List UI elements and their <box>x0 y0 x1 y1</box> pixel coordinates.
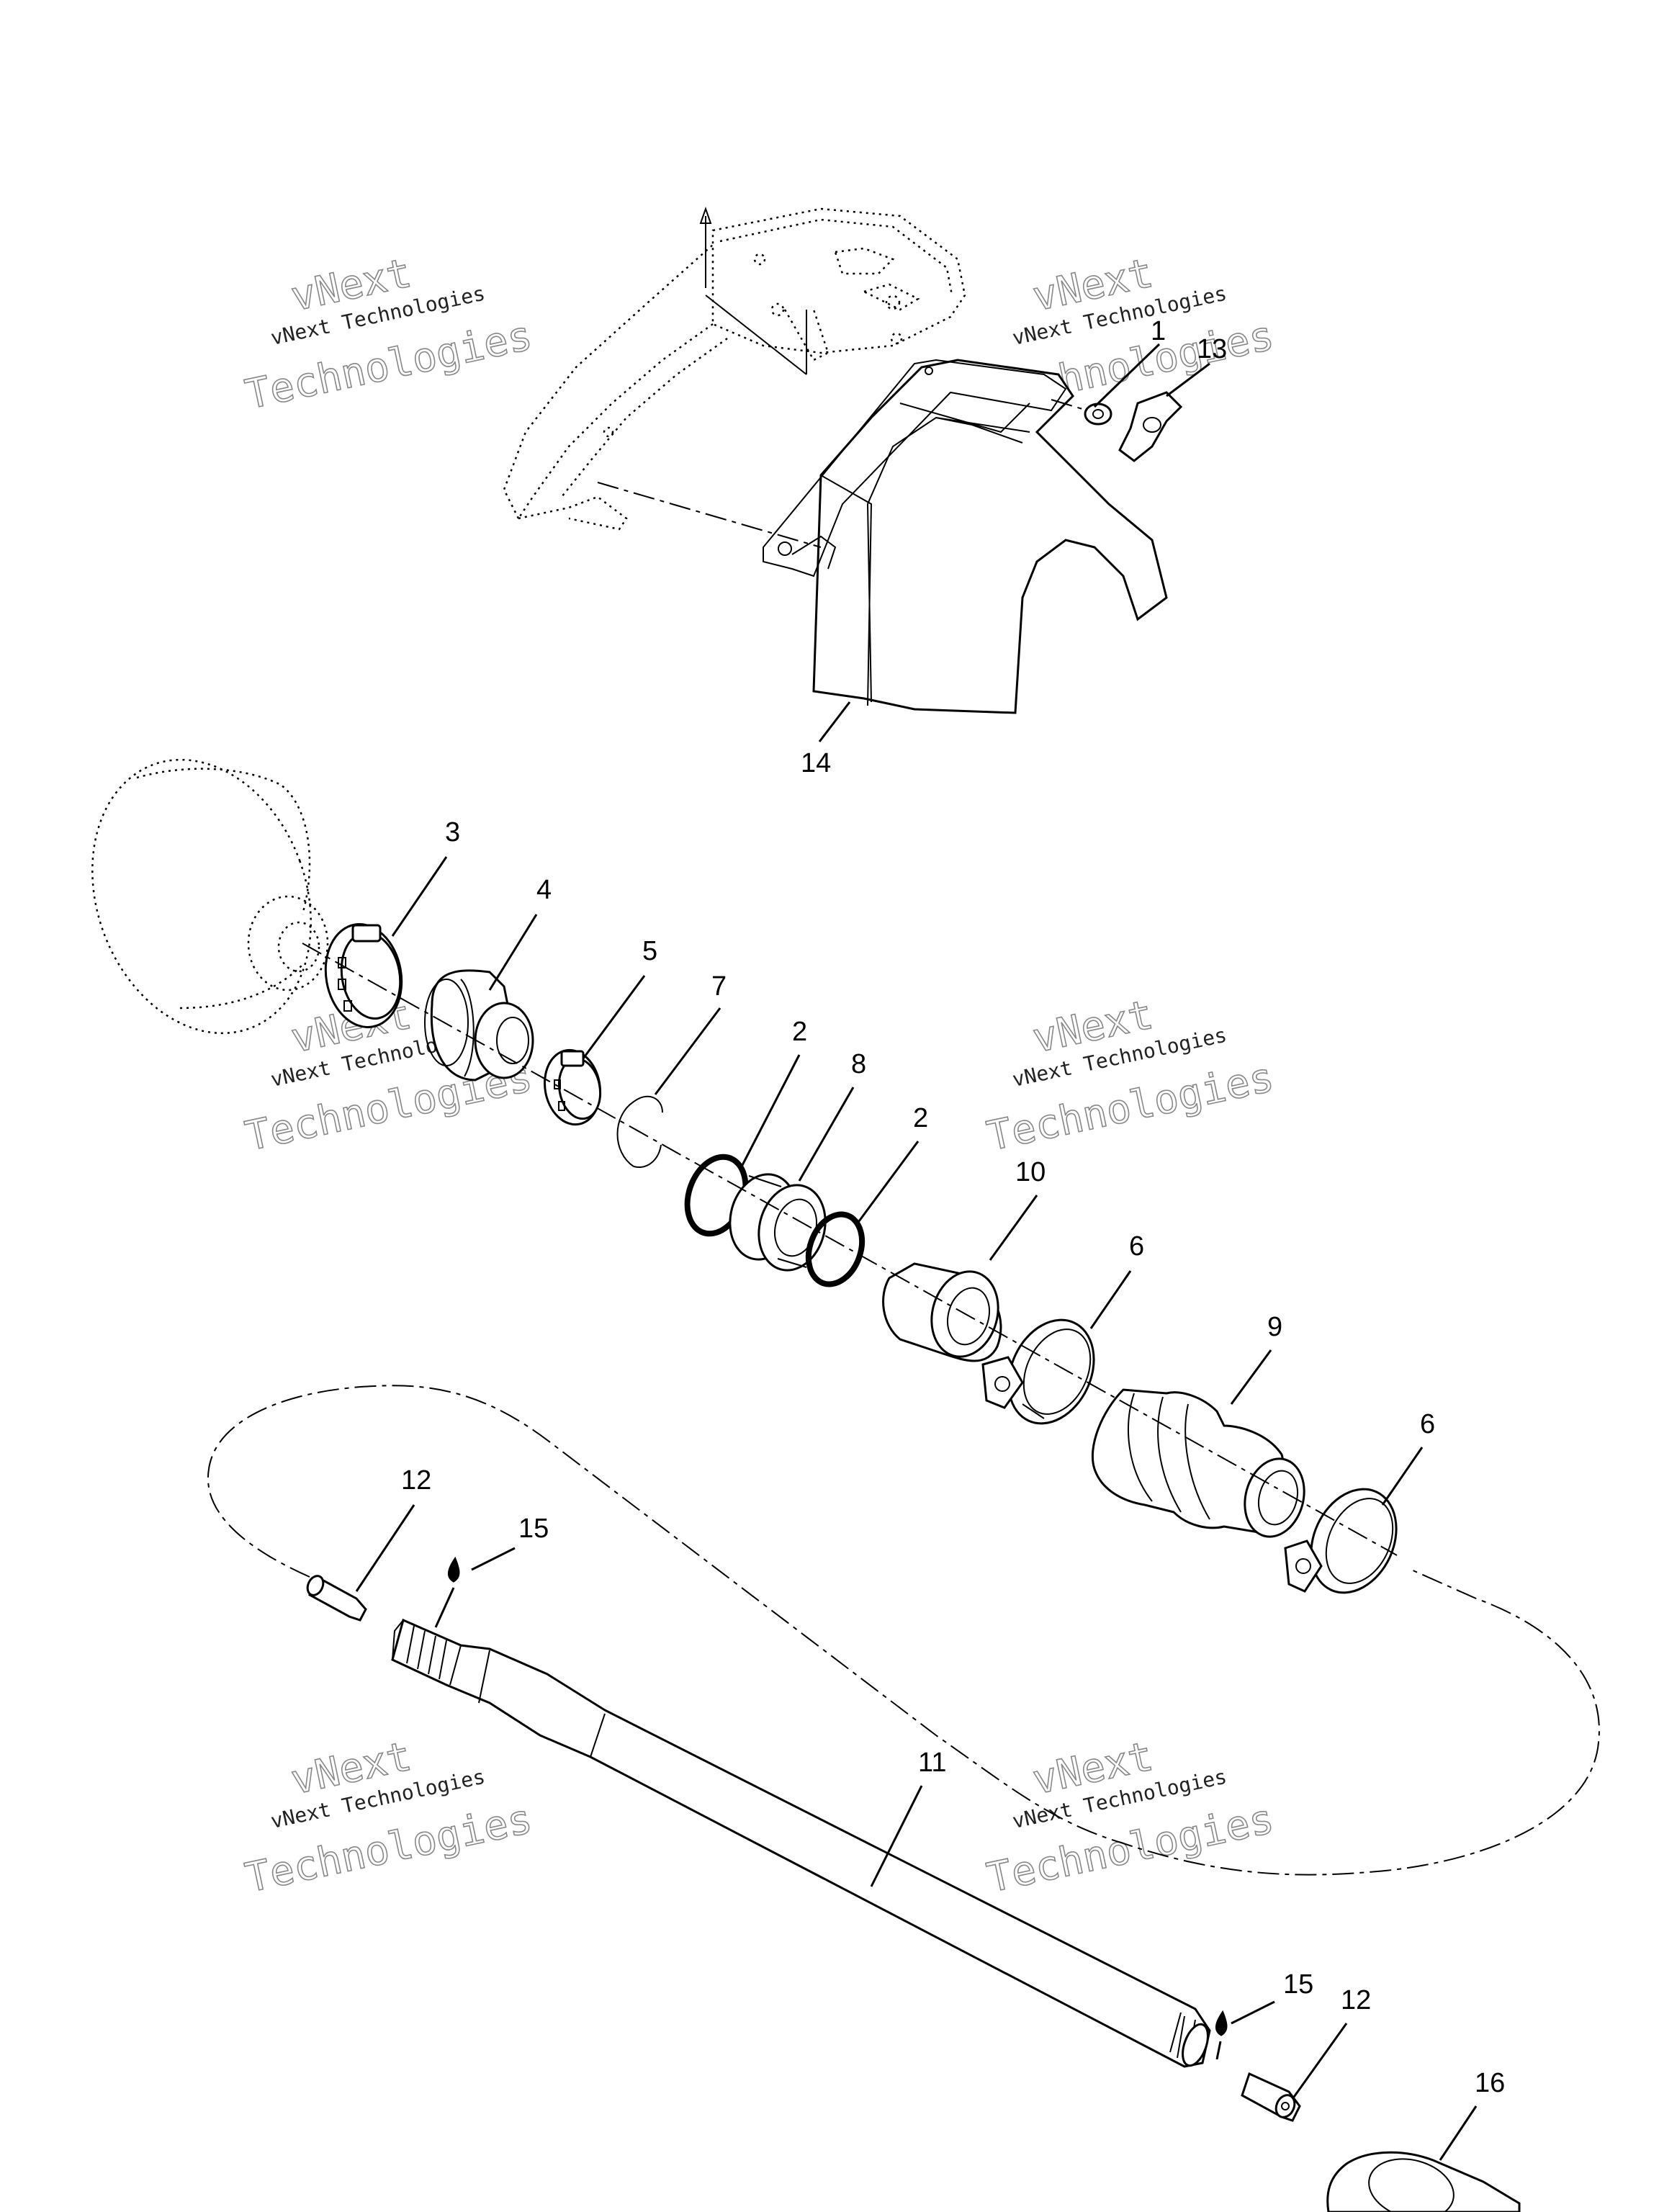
callout-7: 7 <box>711 971 727 1002</box>
callout-16: 16 <box>1475 2068 1505 2098</box>
leader-lines <box>355 343 1478 2161</box>
coupling-part-16 <box>1326 2151 1521 2212</box>
guard-cover <box>597 359 1168 714</box>
center-line-middle <box>302 943 1398 1556</box>
watermark-top-left: vNext vNext Technologies Technologies <box>241 249 537 419</box>
callout-3: 3 <box>445 817 460 848</box>
pin-part-12a <box>306 1575 367 1622</box>
watermark-low-right: vNext vNext Technologies Technologies <box>983 1732 1279 1902</box>
callout-1: 1 <box>1151 316 1166 346</box>
wing-nut-part-13 <box>1051 391 1183 462</box>
watermark-mid-right: vNext vNext Technologies Technologies <box>983 991 1279 1161</box>
callout-5: 5 <box>642 936 657 966</box>
callout-labels: 1 13 14 3 4 5 7 2 8 2 10 6 9 6 12 15 11 … <box>401 316 1505 2098</box>
callout-8: 8 <box>851 1049 866 1079</box>
callout-15a: 15 <box>518 1514 549 1544</box>
grease-drop-icon <box>448 1556 460 1583</box>
callout-2b: 2 <box>913 1103 928 1133</box>
bearing-part-8 <box>729 1173 827 1272</box>
bracket-ghost <box>503 206 966 531</box>
bellows-boot-part-9 <box>1091 1388 1305 1538</box>
clamp-part-5 <box>544 1048 602 1126</box>
hose-clamp-part-6b <box>1284 1488 1398 1594</box>
o-ring-part-2b <box>805 1211 866 1287</box>
clamp-part-3 <box>324 923 403 1028</box>
callout-14: 14 <box>801 748 831 778</box>
callout-12a: 12 <box>401 1465 431 1496</box>
hose-clamp-part-6a <box>981 1318 1095 1425</box>
callout-2a: 2 <box>792 1017 807 1047</box>
snap-ring-part-7 <box>616 1095 663 1168</box>
callout-6a: 6 <box>1129 1231 1144 1262</box>
callout-6b: 6 <box>1420 1409 1435 1439</box>
pin-part-12b <box>1241 2072 1301 2122</box>
washer-part-1 <box>1084 403 1112 426</box>
grease-drop-icon-2 <box>1215 2010 1228 2036</box>
callout-4: 4 <box>536 875 552 905</box>
watermark-low-left: vNext vNext Technologies Technologies <box>241 1732 537 1902</box>
callout-10: 10 <box>1015 1157 1046 1187</box>
callout-15b: 15 <box>1283 1969 1313 2000</box>
callout-11: 11 <box>918 1748 946 1778</box>
engine-flywheel-ghost <box>91 758 329 1035</box>
coupler-part-4 <box>424 969 534 1082</box>
loop-center-line <box>207 1385 1600 1876</box>
drive-shaft-part-11 <box>391 1618 1211 2068</box>
callout-12b: 12 <box>1341 1985 1371 2015</box>
callout-13: 13 <box>1197 334 1227 364</box>
callout-9: 9 <box>1267 1312 1282 1342</box>
